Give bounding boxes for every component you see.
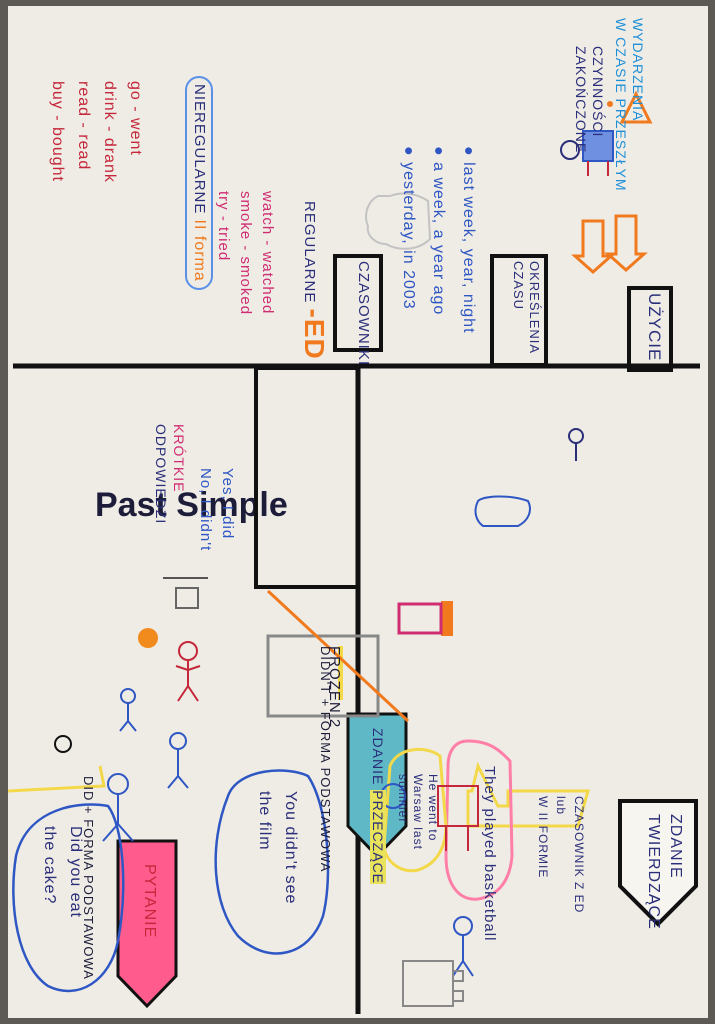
irregular-example: go - went (127, 81, 144, 156)
figure-question (54, 735, 134, 842)
cloud-negative-example (214, 769, 330, 955)
usage-events-line1: WYDARZENIA (630, 18, 646, 122)
question-arrow (116, 839, 178, 1009)
irregular-example: read - read (75, 81, 92, 171)
affirmative-heading-line1: ZDANIE (667, 814, 684, 879)
affirmative-rule-line3: W II FORMIE (536, 796, 550, 879)
affirmative-example-went-line2: Warsaw last (411, 774, 425, 850)
affirmative-heading: ZDANIE TWIERDZĄCE (642, 814, 686, 930)
affirmative-rule-outline (466, 761, 590, 828)
figure-affirmative (452, 916, 474, 977)
irregular-label: NIEREGULARNE II forma (185, 76, 213, 290)
figure-red (175, 641, 201, 702)
affirmative-rule-line2: lub (554, 796, 568, 816)
negative-heading-highlight: PRZECZĄCE (370, 790, 386, 885)
short-answer-yes: Yes, I did (219, 468, 236, 540)
question-heading: PYTANIE (141, 864, 158, 939)
short-answers-box (254, 366, 358, 589)
affirmative-example-went-line1: He went to (426, 774, 440, 842)
short-answer-no: No, I didn't (197, 468, 214, 552)
time-expression-item: ● a week, a year ago (430, 146, 447, 316)
basketball (138, 628, 158, 648)
usage-completed-line2: ZAKOŃCZONE (573, 46, 589, 154)
negative-heading: ZDANIE PRZECZĄCE (370, 728, 386, 885)
irregular-label-text: NIEREGULARNE (191, 84, 208, 215)
time-label-line1: OKREŚLENIA (527, 261, 542, 355)
figure-irregular (560, 130, 614, 176)
bin-body (397, 602, 443, 635)
irregular-example: buy - bought (49, 81, 66, 182)
cloud-played (444, 739, 514, 901)
irregular-examples: go - went drink - drank read - read buy … (44, 81, 148, 183)
regular-examples: watch - watched smoke - smoked try - tri… (212, 191, 278, 315)
warning-dot (607, 101, 613, 107)
affirmative-rule-line1: CZASOWNIK Z ED (572, 796, 586, 914)
negative-example: You didn't see the film (251, 791, 303, 904)
bin-top (441, 601, 453, 636)
time-expression-list: ● last week, year, night ● a week, a yea… (393, 146, 483, 334)
usage-arrow-2 (571, 219, 615, 275)
usage-label: UŻYCIE (645, 293, 664, 362)
irregular-example: drink - drank (101, 81, 118, 183)
affirmative-heading-line2: TWIERDZĄCE (645, 814, 662, 930)
cloud-went (382, 747, 448, 873)
figure-blue-2 (167, 732, 189, 789)
hoop-net (175, 587, 199, 609)
regular-label: REGULARNE -ED (298, 201, 330, 360)
regular-label-text: REGULARNE (301, 201, 318, 304)
question-example-line1: Did you eat (67, 826, 84, 918)
castle-doodle (402, 960, 464, 1007)
short-answers-heading-line1: KRÓTKIE (171, 424, 187, 493)
regular-example: watch - watched (259, 191, 276, 315)
usage-events: WYDARZENIA W CZASIE PRZESZŁYM (612, 18, 646, 192)
negative-example-line1: You didn't see (282, 791, 299, 905)
cross-out-line (266, 589, 410, 723)
usage-events-line2: W CZASIE PRZESZŁYM (613, 18, 629, 192)
usage-completed: CZYNNOŚCI ZAKOŃCZONE (572, 46, 606, 153)
time-label: OKREŚLENIA CZASU (510, 261, 542, 354)
short-answers-heading-line2: ODPOWIEDZI (153, 424, 169, 525)
irregular-frame-hint (474, 495, 531, 527)
regular-example: smoke - smoked (237, 191, 254, 316)
cloud-question-example (12, 803, 125, 993)
affirmative-arrow (618, 799, 698, 927)
frozen-poster-text: FROZEN 2 (326, 646, 343, 729)
usage-arrow-1 (604, 214, 648, 273)
regular-frame (365, 192, 432, 250)
warning-sign-icon (619, 90, 653, 124)
regular-suffix: -ED (299, 308, 330, 360)
affirmative-example-went: He went to Warsaw last summer (395, 774, 440, 850)
figure-blue-1 (119, 688, 137, 732)
question-rule-outline (8, 765, 106, 793)
irregular-form: II forma (191, 219, 208, 282)
poster-drawings (8, 90, 700, 1014)
negative-heading-prefix: ZDANIE (370, 728, 386, 791)
negative-arrow (346, 712, 408, 859)
question-example-line2: the cake? (41, 826, 58, 905)
figure-negative (380, 783, 479, 851)
time-expression-item: ● yesterday, in 2003 (400, 146, 417, 310)
question-example: Did you eat the cake? (36, 826, 88, 918)
figure-short-answer (568, 428, 584, 461)
time-label-line2: CZASU (511, 261, 526, 311)
usage-completed-line1: CZYNNOŚCI (590, 46, 606, 138)
poster-sheet: Past Simple UŻYCIE WYDARZENIA W CZASIE P… (8, 6, 708, 1018)
short-answers-heading: KRÓTKIE ODPOWIEDZI (152, 424, 188, 524)
regular-example: try - tried (215, 191, 232, 262)
time-expression-item: ● last week, year, night (460, 146, 477, 334)
negative-example-line2: the film (256, 791, 273, 851)
affirmative-rule: CZASOWNIK Z ED lub W II FORMIE (534, 796, 588, 913)
affirmative-example-played: They played basketball (481, 766, 498, 942)
frozen-poster-frame (266, 634, 380, 718)
affirmative-example-went-line3: summer (396, 774, 410, 824)
short-answers-examples: Yes, I did No, I didn't (194, 468, 238, 551)
verbs-label: CZASOWNIKI (355, 261, 372, 367)
poster-canvas: Past Simple UŻYCIE WYDARZENIA W CZASIE P… (8, 6, 708, 1018)
